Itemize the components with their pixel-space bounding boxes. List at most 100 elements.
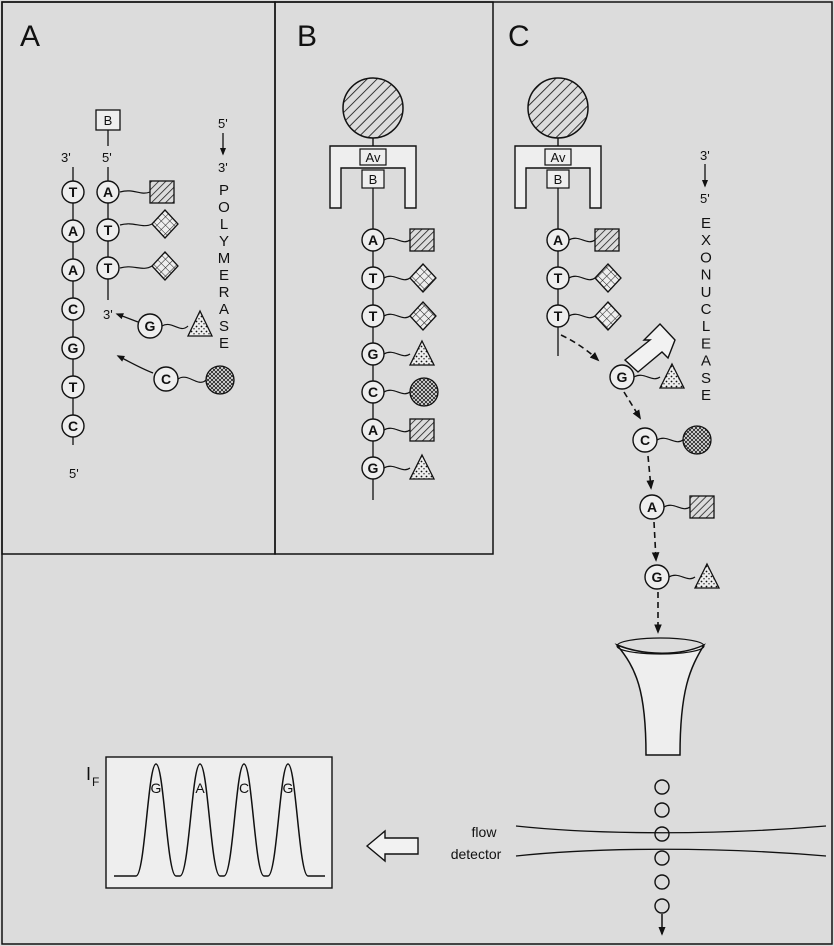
base-label: A [68,223,78,239]
enzyme-letter: A [219,301,229,318]
base-label: T [369,270,378,286]
bound-bases: A T T [546,228,622,331]
cross-dye [682,425,712,455]
base-label: G [368,346,379,362]
diamond-dye [151,209,179,239]
base-label: A [368,232,378,248]
diamond-dye [409,301,437,331]
peak-label: A [195,780,205,796]
base-label: A [368,422,378,438]
nucleotide [96,180,120,204]
enzyme-letter: O [700,249,712,266]
template-5-label: 5' [69,466,79,481]
base-label: T [369,308,378,324]
panel-c-letter: C [508,20,530,53]
panel-b-letter: B [297,20,317,53]
panel-a-letter: A [20,20,40,53]
avidin-bracket [514,145,602,209]
base-label: C [368,384,378,400]
base-label: T [104,260,113,276]
diamond-dye [594,263,622,293]
primer-3-label: 3' [103,307,113,322]
avidin-box [359,148,387,166]
nucleotide [96,218,120,242]
base-label: A [647,499,657,515]
diamond-dye [409,263,437,293]
peak-label: G [283,780,294,796]
enzyme-letter: S [701,370,711,387]
square-dye [409,228,435,252]
enzyme-letter: C [701,301,712,318]
triangle-dye [408,453,436,480]
bead [342,77,404,139]
exonuclease-arrow [623,322,676,373]
biotin-label: B [554,172,563,187]
base-label: G [652,569,663,585]
signal-trace [114,763,325,877]
base-label: C [68,301,78,317]
avidin-bracket [329,145,417,209]
intensity-label: I [86,764,91,784]
avidin-label: Av [366,150,381,165]
triangle-dye [658,362,686,389]
released-path [560,334,662,634]
detector-beam [515,825,827,834]
enzyme-letter: O [218,199,230,216]
enzyme-letter: L [220,216,228,233]
triangle-dye [693,562,721,589]
peak-label: G [151,780,162,796]
nucleotide [61,297,85,321]
released-bases: G C A G [609,362,721,590]
direction-bottom-label: 3' [218,160,228,175]
base-label: A [553,232,563,248]
biotin-label: B [369,172,378,187]
enzyme-letter: L [702,318,710,335]
droplets [654,779,670,914]
base-label: A [68,262,78,278]
nucleotide [61,219,85,243]
enzyme-letter: R [219,284,230,301]
enzyme-letter: S [219,318,229,335]
signal-plot [105,756,333,889]
base-label: C [640,432,650,448]
template-3-label: 3' [61,150,71,165]
triangle-dye [408,339,436,366]
base-label: C [68,418,78,434]
triangle-dye [186,309,214,337]
enzyme-letter: E [701,215,711,232]
avidin-box [544,148,572,166]
primer-5-label: 5' [102,150,112,165]
biotin-label: B [104,113,113,128]
direction-top-label: 5' [218,116,228,131]
base-label: T [69,379,78,395]
enzyme-letter: A [701,353,711,370]
detector-label: detector [451,846,502,862]
square-dye [149,180,175,204]
square-dye [409,418,435,442]
enzyme-letter: E [701,335,711,352]
enzyme-letter: Y [219,233,229,250]
direction-top-label: 3' [700,148,710,163]
nucleotide [61,258,85,282]
incoming-base-label: C [161,371,171,387]
nucleotide [96,256,120,280]
base-label: T [554,308,563,324]
cross-dye [205,365,235,395]
diamond-dye [151,251,179,281]
base-label: G [617,369,628,385]
enzyme-letter: N [701,267,712,284]
base-label: T [554,270,563,286]
enzyme-letter: X [701,232,711,249]
enzyme-letter: U [701,284,712,301]
output-arrow [365,829,419,863]
